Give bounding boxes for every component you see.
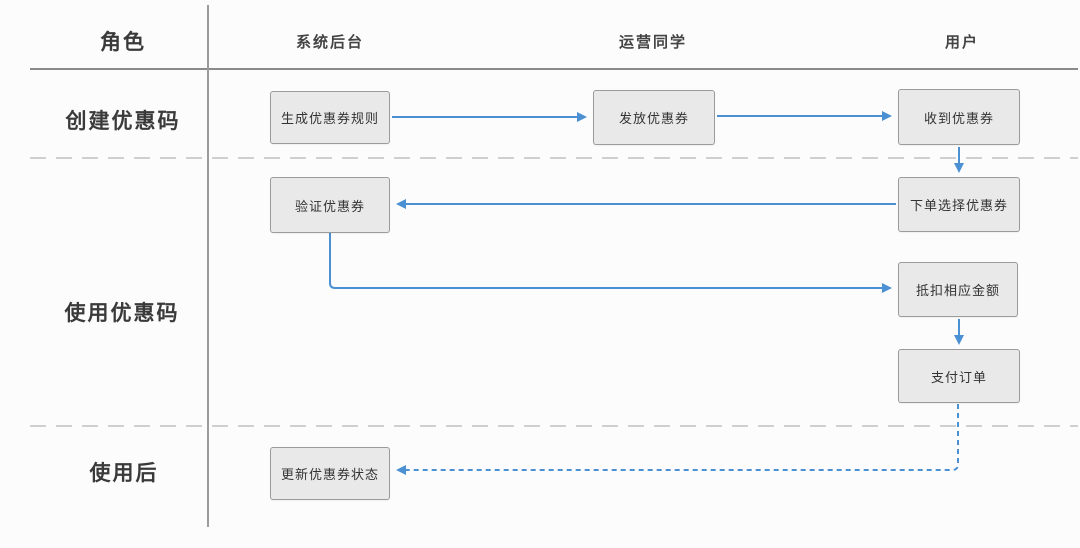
row-label-after-use: 使用后 (89, 462, 159, 485)
node-update-coupon-status: 更新优惠券状态 (270, 447, 390, 500)
node-pay-order: 支付订单 (898, 349, 1020, 403)
row-label-create-coupon: 创建优惠码 (65, 110, 181, 133)
node-deduct-amount: 抵扣相应金额 (898, 262, 1018, 317)
column-header-operations: 运营同学 (618, 34, 687, 51)
edge-verify-to-deduct (329, 233, 892, 293)
column-header-user: 用户 (944, 34, 979, 51)
node-issue-coupon: 发放优惠券 (593, 90, 715, 145)
row-label-use-coupon: 使用优惠码 (64, 302, 180, 325)
corner-label-role: 角色 (100, 31, 146, 54)
column-header-system-backend: 系统后台 (295, 34, 364, 51)
node-verify-coupon: 验证优惠券 (270, 177, 390, 233)
node-order-select-coupon: 下单选择优惠券 (898, 177, 1020, 232)
edge-pay-to-update-dashed (396, 404, 959, 475)
node-generate-coupon-rule: 生成优惠券规则 (270, 91, 390, 144)
node-receive-coupon: 收到优惠券 (898, 89, 1020, 145)
